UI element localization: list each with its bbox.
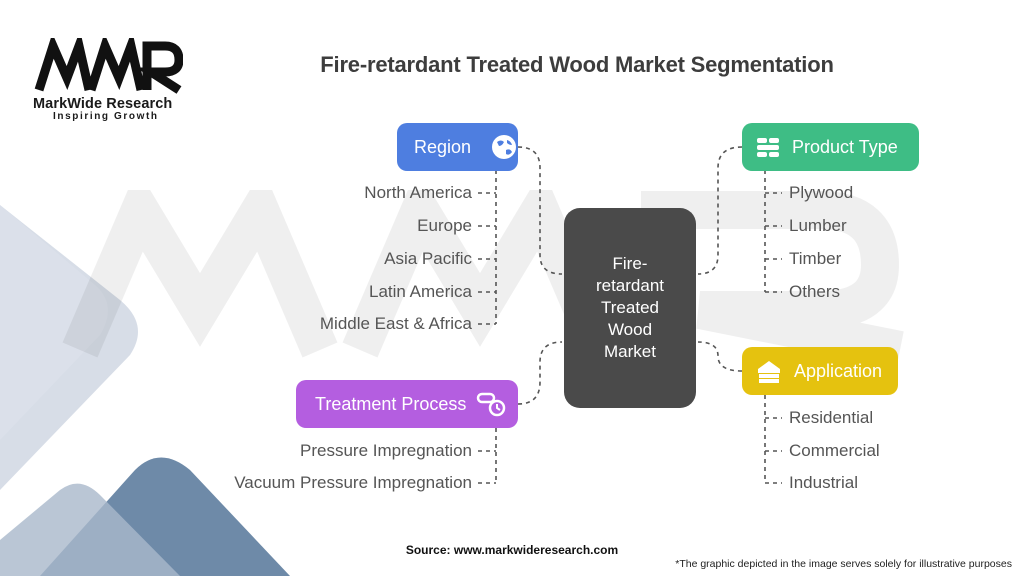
page-title: Fire-retardant Treated Wood Market Segme…	[0, 52, 1024, 78]
process-pipe-icon	[476, 389, 506, 419]
region-item-middle-east-africa: Middle East & Africa	[319, 314, 472, 333]
globe-icon	[489, 132, 518, 162]
page-title-text: Fire-retardant Treated Wood Market Segme…	[320, 52, 834, 77]
segment-product-type: Product Type	[742, 123, 919, 171]
source-credit: Source: www.markwideresearch.com	[0, 543, 1024, 557]
source-credit-text: Source: www.markwideresearch.com	[405, 543, 619, 557]
logo-mark-icon	[34, 38, 183, 94]
center-node: Fire-retardant Treated Wood Market	[564, 208, 696, 408]
region-item-north-america: North America	[364, 183, 472, 202]
application-item-commercial: Commercial	[789, 441, 880, 460]
logo-tagline: Inspiring Growth	[53, 111, 159, 122]
segment-treatment-process-label: Treatment Process	[315, 393, 467, 414]
segment-application: Application	[742, 347, 898, 395]
segment-product-type-label: Product Type	[792, 136, 898, 157]
segment-region: Region	[397, 123, 518, 171]
product-item-plywood: Plywood	[789, 183, 854, 202]
brand-logo: MarkWide Research Inspiring Growth	[33, 38, 193, 122]
watermark-logo	[62, 190, 904, 360]
product-item-lumber: Lumber	[789, 216, 847, 235]
region-item-latin-america: Latin America	[369, 282, 472, 301]
disclaimer-note: *The graphic depicted in the image serve…	[675, 558, 1012, 570]
product-item-others: Others	[789, 282, 841, 301]
treatment-item-vacuum-pressure-impregnation: Vacuum Pressure Impregnation	[234, 473, 472, 492]
region-item-asia-pacific: Asia Pacific	[384, 249, 472, 268]
segment-treatment-process: Treatment Process	[296, 380, 518, 428]
lumber-stack-icon	[754, 132, 784, 162]
segment-region-label: Region	[414, 136, 472, 157]
treatment-item-pressure-impregnation: Pressure Impregnation	[300, 441, 472, 460]
building-icon	[754, 356, 784, 386]
logo-name: MarkWide Research	[33, 96, 173, 112]
region-item-europe: Europe	[417, 216, 472, 235]
center-node-label: Fire-retardant Treated Wood Market	[595, 254, 665, 361]
application-item-residential: Residential	[789, 408, 874, 427]
product-item-timber: Timber	[789, 249, 842, 268]
application-item-industrial: Industrial	[789, 473, 858, 492]
segment-application-label: Application	[794, 360, 883, 381]
